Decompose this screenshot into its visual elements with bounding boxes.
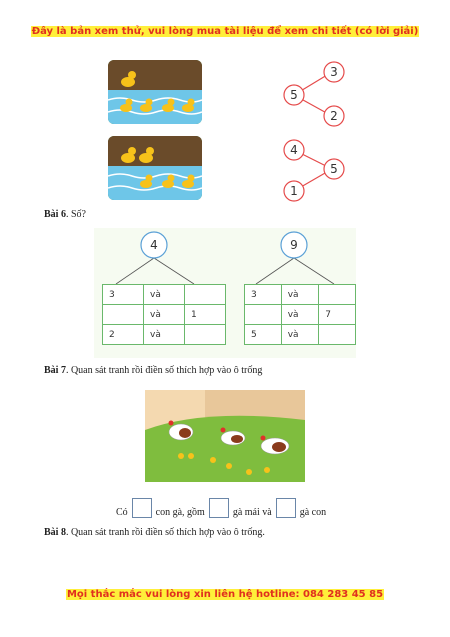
table-row: và 7 [244,304,356,325]
tree1-top: 3 [330,65,338,79]
left-tree-root: 4 [150,238,158,252]
hotline-banner: Mọi thắc mắc vui lòng xin liên hệ hotlin… [65,589,385,600]
right-tree-table: 3 và và 7 5 và [244,284,356,345]
chicken-fill-sentence: Có con gà, gồm gà mái và gà con [116,498,326,518]
table-cell: và [143,284,185,305]
exercise-7-number: Bài 7 [44,365,66,376]
number-tree-1: 5 3 2 [283,61,345,127]
table-row: 2 và [102,324,226,345]
chickens-picture [145,390,305,482]
ducks-picture-1 [108,60,202,124]
table-cell[interactable] [318,284,356,305]
tree1-middle: 5 [290,88,298,102]
tree1-bottom: 2 [330,109,338,123]
fill-text-1: Có [116,507,128,518]
table-cell[interactable] [184,324,226,345]
answer-box-chicks[interactable] [275,498,296,518]
preview-banner: Đây là bản xem thử, vui lòng mua tài liệ… [30,26,420,37]
number-tree-2: 4 5 1 [283,139,345,202]
table-cell: 3 [102,284,144,305]
table-row: 5 và [244,324,356,345]
exercise-6-figure: 4 9 3 và và 1 2 và 3 và và 7 [94,228,356,358]
fill-text-4: gà con [299,507,327,518]
exercise-7-text: . Quan sát tranh rồi điền số thích hợp v… [65,365,263,376]
table-row: 3 và [244,284,356,305]
exercise-8-title: Bài 8. Quan sát tranh rồi điền số thích … [44,527,265,538]
table-cell: và [280,304,320,325]
table-row: và 1 [102,304,226,325]
table-cell[interactable] [184,284,226,305]
table-cell: và [143,324,185,345]
tree2-bottom: 1 [290,184,298,198]
tree2-middle: 5 [330,162,338,176]
fill-text-2: con gà, gồm [155,507,205,518]
table-cell[interactable] [244,304,282,325]
table-cell: và [280,324,320,345]
table-cell: và [143,304,185,325]
answer-box-hens[interactable] [208,498,229,518]
exercise-8-number: Bài 8 [44,527,66,538]
answer-box-total[interactable] [131,498,152,518]
table-cell[interactable] [102,304,144,325]
exercise-6-title: Bài 6. Số? [44,209,86,220]
exercise-7-title: Bài 7. Quan sát tranh rồi điền số thích … [44,365,262,376]
table-cell[interactable] [318,324,356,345]
right-tree-root: 9 [290,238,298,252]
left-tree-table: 3 và và 1 2 và [102,284,226,345]
table-cell: 3 [244,284,282,305]
ducks-picture-2 [108,136,202,200]
fill-text-3: gà mái và [232,507,272,518]
table-cell: 2 [102,324,144,345]
table-cell: 1 [184,304,226,325]
table-cell: 5 [244,324,282,345]
tree2-top: 4 [290,143,298,157]
exercise-6-text: . Số? [65,209,86,220]
table-row: 3 và [102,284,226,305]
exercise-6-number: Bài 6 [44,209,66,220]
exercise-8-text: . Quan sát tranh rồi điền số thích hợp v… [65,527,265,538]
table-cell: và [280,284,320,305]
table-cell: 7 [318,304,356,325]
